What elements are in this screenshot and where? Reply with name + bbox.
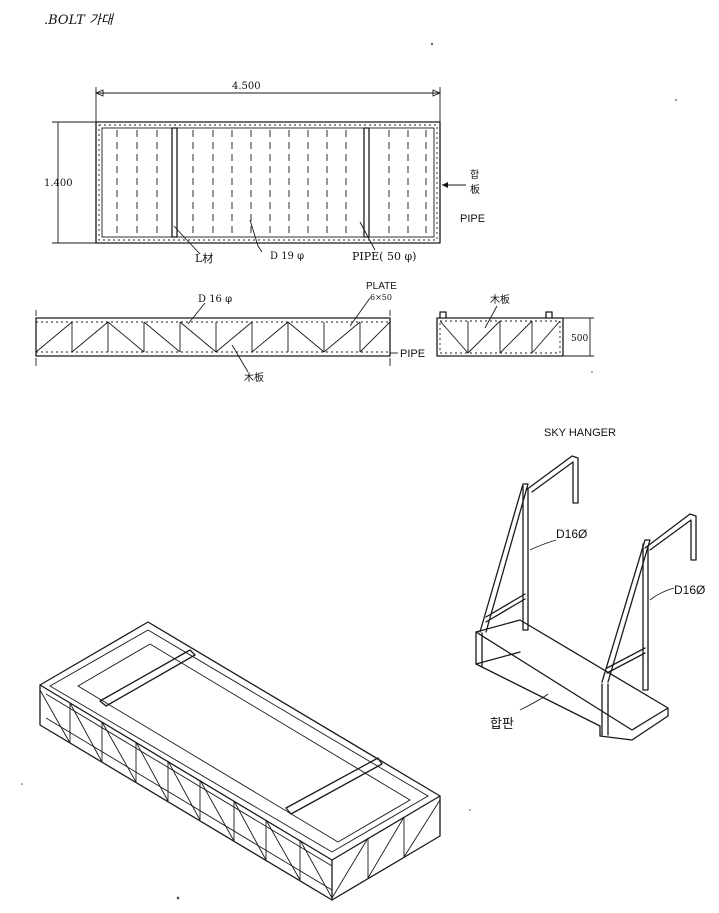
iso-cross-pipe-right [285, 757, 383, 815]
plan-pipe-right [363, 127, 370, 238]
end-height-dimension-label: 500 [571, 334, 588, 344]
plan-outer-frame [95, 121, 441, 244]
sky-hanger-sketch: SKY HANGER D16Ø D16Ø 합판 [475, 427, 705, 741]
side-truss-web [35, 321, 391, 353]
sky-hanger-board [475, 619, 669, 731]
height-dimension-label: 1.400 [44, 178, 73, 189]
plan-bar-label: D 19 φ [270, 251, 304, 262]
sky-hanger-board-label: 합판 [490, 717, 514, 732]
end-view-frame [436, 317, 564, 357]
isometric-platform [39, 621, 441, 901]
end-board-label: 木板 [490, 293, 510, 306]
iso-end-truss [331, 799, 441, 899]
plan-view: 4.500 1.400 [44, 81, 485, 265]
iso-front-truss [39, 689, 333, 899]
plan-pipe-size-label: PIPE( 50 φ) [352, 250, 416, 263]
side-plate-label: PLATE [366, 281, 397, 292]
side-elevation: D 16 φ PLATE 6×50 PIPE 木板 [35, 281, 425, 384]
end-hook-right [545, 311, 553, 319]
sky-hanger-left-post [522, 485, 529, 631]
iso-cross-pipe-left [99, 649, 196, 707]
end-hook-left [439, 311, 447, 319]
sky-hanger-bar-label-right: D16Ø [674, 583, 705, 597]
sky-hanger-left-hook [525, 455, 579, 504]
side-bar-label: D 16 φ [198, 294, 232, 305]
sky-hanger-bar-label-left: D16Ø [556, 527, 587, 541]
sky-hanger-right-post [642, 543, 649, 691]
sky-hanger-right-diagonal [601, 539, 651, 683]
side-board-label: 木板 [244, 371, 264, 384]
sky-hanger-title: SKY HANGER [544, 427, 616, 439]
plan-joists [116, 130, 427, 235]
plan-right-label-bottom: 板 [470, 183, 480, 196]
iso-front-face [39, 684, 333, 901]
width-dimension-label: 4.500 [232, 81, 261, 92]
side-plate-size: 6×50 [370, 293, 392, 302]
sheet-title: .BOLT 가대 [44, 13, 115, 28]
plan-pipe-label: PIPE [460, 213, 485, 225]
plan-pipe-left [171, 127, 178, 238]
side-pipe-label: PIPE [400, 348, 425, 360]
scan-specks [21, 42, 677, 900]
plan-lmember-label: L材 [195, 251, 213, 265]
iso-end-face [331, 795, 441, 901]
sky-hanger-left-diagonal [479, 483, 529, 633]
sky-hanger-right-hook [644, 513, 697, 561]
plan-right-label-top: 합 [470, 169, 479, 181]
end-view: 500 木板 [436, 293, 594, 357]
